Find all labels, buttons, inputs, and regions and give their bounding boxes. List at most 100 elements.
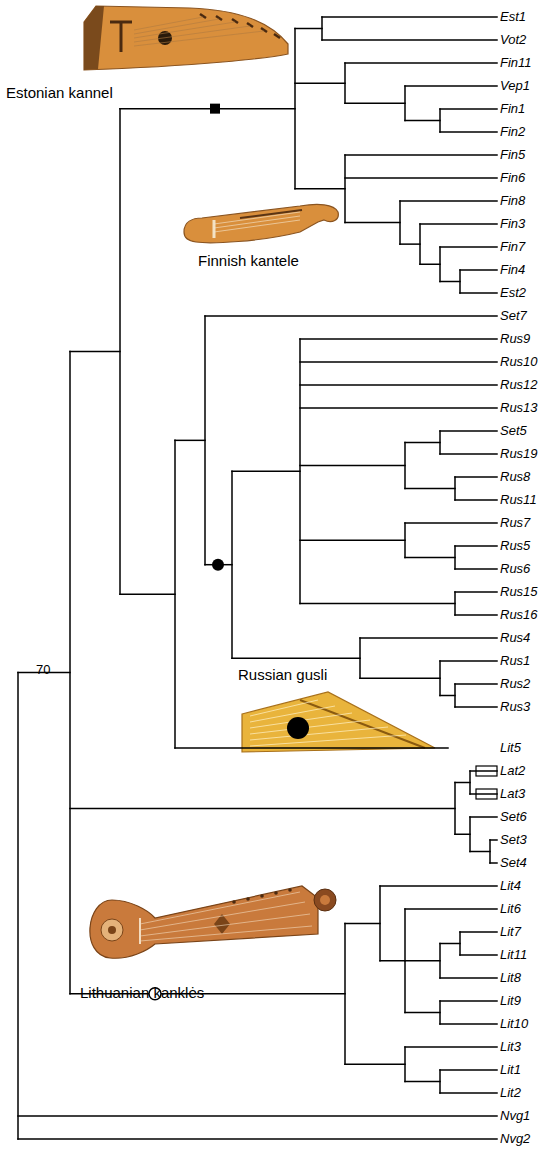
lithuanian-kankles-picture <box>90 886 336 958</box>
tree-branch <box>205 315 497 317</box>
taxon-label: Est1 <box>500 9 526 25</box>
taxon-label: Nvg1 <box>500 1108 530 1124</box>
tree-branch <box>405 85 497 87</box>
tree-branch <box>455 614 497 616</box>
empty-box <box>448 743 492 753</box>
tree-branch <box>459 270 461 293</box>
taxon-label: Lit10 <box>500 1016 528 1032</box>
tree-branch <box>405 120 440 122</box>
taxon-label: Rus3 <box>500 699 530 715</box>
tree-branch <box>455 706 497 708</box>
taxon-label: Set3 <box>500 832 529 848</box>
taxon-label: Rus4 <box>500 630 530 646</box>
tree-branch <box>439 944 441 979</box>
tree-branch <box>470 816 497 818</box>
tree-branch <box>404 443 406 489</box>
tree-branch <box>345 923 380 925</box>
tree-branch <box>439 1001 441 1024</box>
tree-branch <box>455 568 497 570</box>
tree-branch <box>17 673 19 1139</box>
tree-branch <box>399 201 401 244</box>
tree-branch <box>455 683 497 685</box>
tree-branch <box>380 960 405 962</box>
taxon-label: Fin11 <box>500 55 532 71</box>
tree-branch <box>232 657 360 659</box>
tree-branch <box>440 453 497 455</box>
taxon-label: Rus8 <box>500 469 530 485</box>
tree-branch <box>455 782 470 784</box>
tree-branch <box>344 63 346 103</box>
taxon-label: Lat3 <box>500 786 525 802</box>
taxon-label: Rus5 <box>500 538 530 554</box>
instrument-caption: Russian gusli <box>238 666 327 684</box>
tree-branch <box>380 885 497 887</box>
tree-branch <box>400 243 420 245</box>
tree-branch <box>345 103 405 105</box>
taxon-label: Rus19 <box>500 446 538 462</box>
outlined-taxon: Lit5 <box>448 739 523 757</box>
tree-branch <box>489 840 491 863</box>
tree-branch <box>470 851 490 853</box>
tree-branch <box>345 1064 405 1066</box>
finnish-kantele-picture <box>184 204 338 242</box>
tree-branch <box>405 488 455 490</box>
taxon-label: Set7 <box>500 308 529 324</box>
tree-branch <box>455 834 470 836</box>
tree-branch <box>70 351 120 353</box>
grey-band <box>448 427 497 435</box>
tree-branch <box>294 29 296 189</box>
taxon-label: Lit2 <box>500 1085 521 1101</box>
clade-dot-marker <box>212 559 224 571</box>
tree-branch <box>419 224 421 264</box>
tree-branch <box>405 522 497 524</box>
tree-branch <box>455 499 497 501</box>
tree-branch <box>300 407 497 409</box>
tree-branch <box>300 361 497 363</box>
taxon-label: Lit3 <box>500 1039 521 1055</box>
tree-branch <box>18 1138 497 1140</box>
russian-gusli-picture <box>242 692 435 752</box>
tree-branch <box>405 442 440 444</box>
taxon-label: Rus15 <box>500 584 538 600</box>
tree-branch <box>18 1115 497 1117</box>
tree-branch <box>322 39 497 41</box>
tree-branch <box>440 977 497 979</box>
taxon-label: Lit8 <box>500 970 521 986</box>
tree-branch <box>439 661 441 696</box>
tree-branch <box>345 62 497 64</box>
taxon-label: Rus10 <box>500 354 538 370</box>
tree-branch <box>405 1081 440 1083</box>
tree-branch <box>404 1047 406 1082</box>
tree-branch <box>490 839 497 841</box>
tree-branch <box>460 931 497 933</box>
tree-branch <box>460 954 497 956</box>
tree-branch <box>344 155 346 223</box>
tree-branch <box>440 943 460 945</box>
taxon-label: Rus6 <box>500 561 530 577</box>
tree-branch <box>440 660 497 662</box>
tree-branch <box>420 264 440 266</box>
tree-branch <box>405 908 497 910</box>
tree-branch <box>455 591 497 593</box>
taxon-label: Nvg2 <box>500 1131 530 1147</box>
taxon-label: Fin3 <box>500 216 525 232</box>
taxon-label: Lit1 <box>500 1062 521 1078</box>
tree-branch <box>460 269 497 271</box>
tree-branch <box>322 16 497 18</box>
tree-branch <box>454 684 456 707</box>
taxon-label: Lit9 <box>500 993 521 1009</box>
highlighted-taxon: Set5 <box>448 422 529 440</box>
tree-branch <box>439 109 441 132</box>
instrument-caption: Finnish kantele <box>198 252 299 270</box>
taxon-label: Set5 <box>500 423 529 439</box>
taxon-label: Rus11 <box>500 492 537 508</box>
taxon-label: Rus7 <box>500 515 530 531</box>
tree-branch <box>439 1070 441 1093</box>
tree-branch <box>175 440 205 442</box>
taxon-label: Lit5 <box>500 740 523 756</box>
tree-branch <box>300 465 405 467</box>
tip-box <box>476 766 497 776</box>
taxon-label: Set6 <box>500 809 529 825</box>
tree-branch <box>440 1092 497 1094</box>
